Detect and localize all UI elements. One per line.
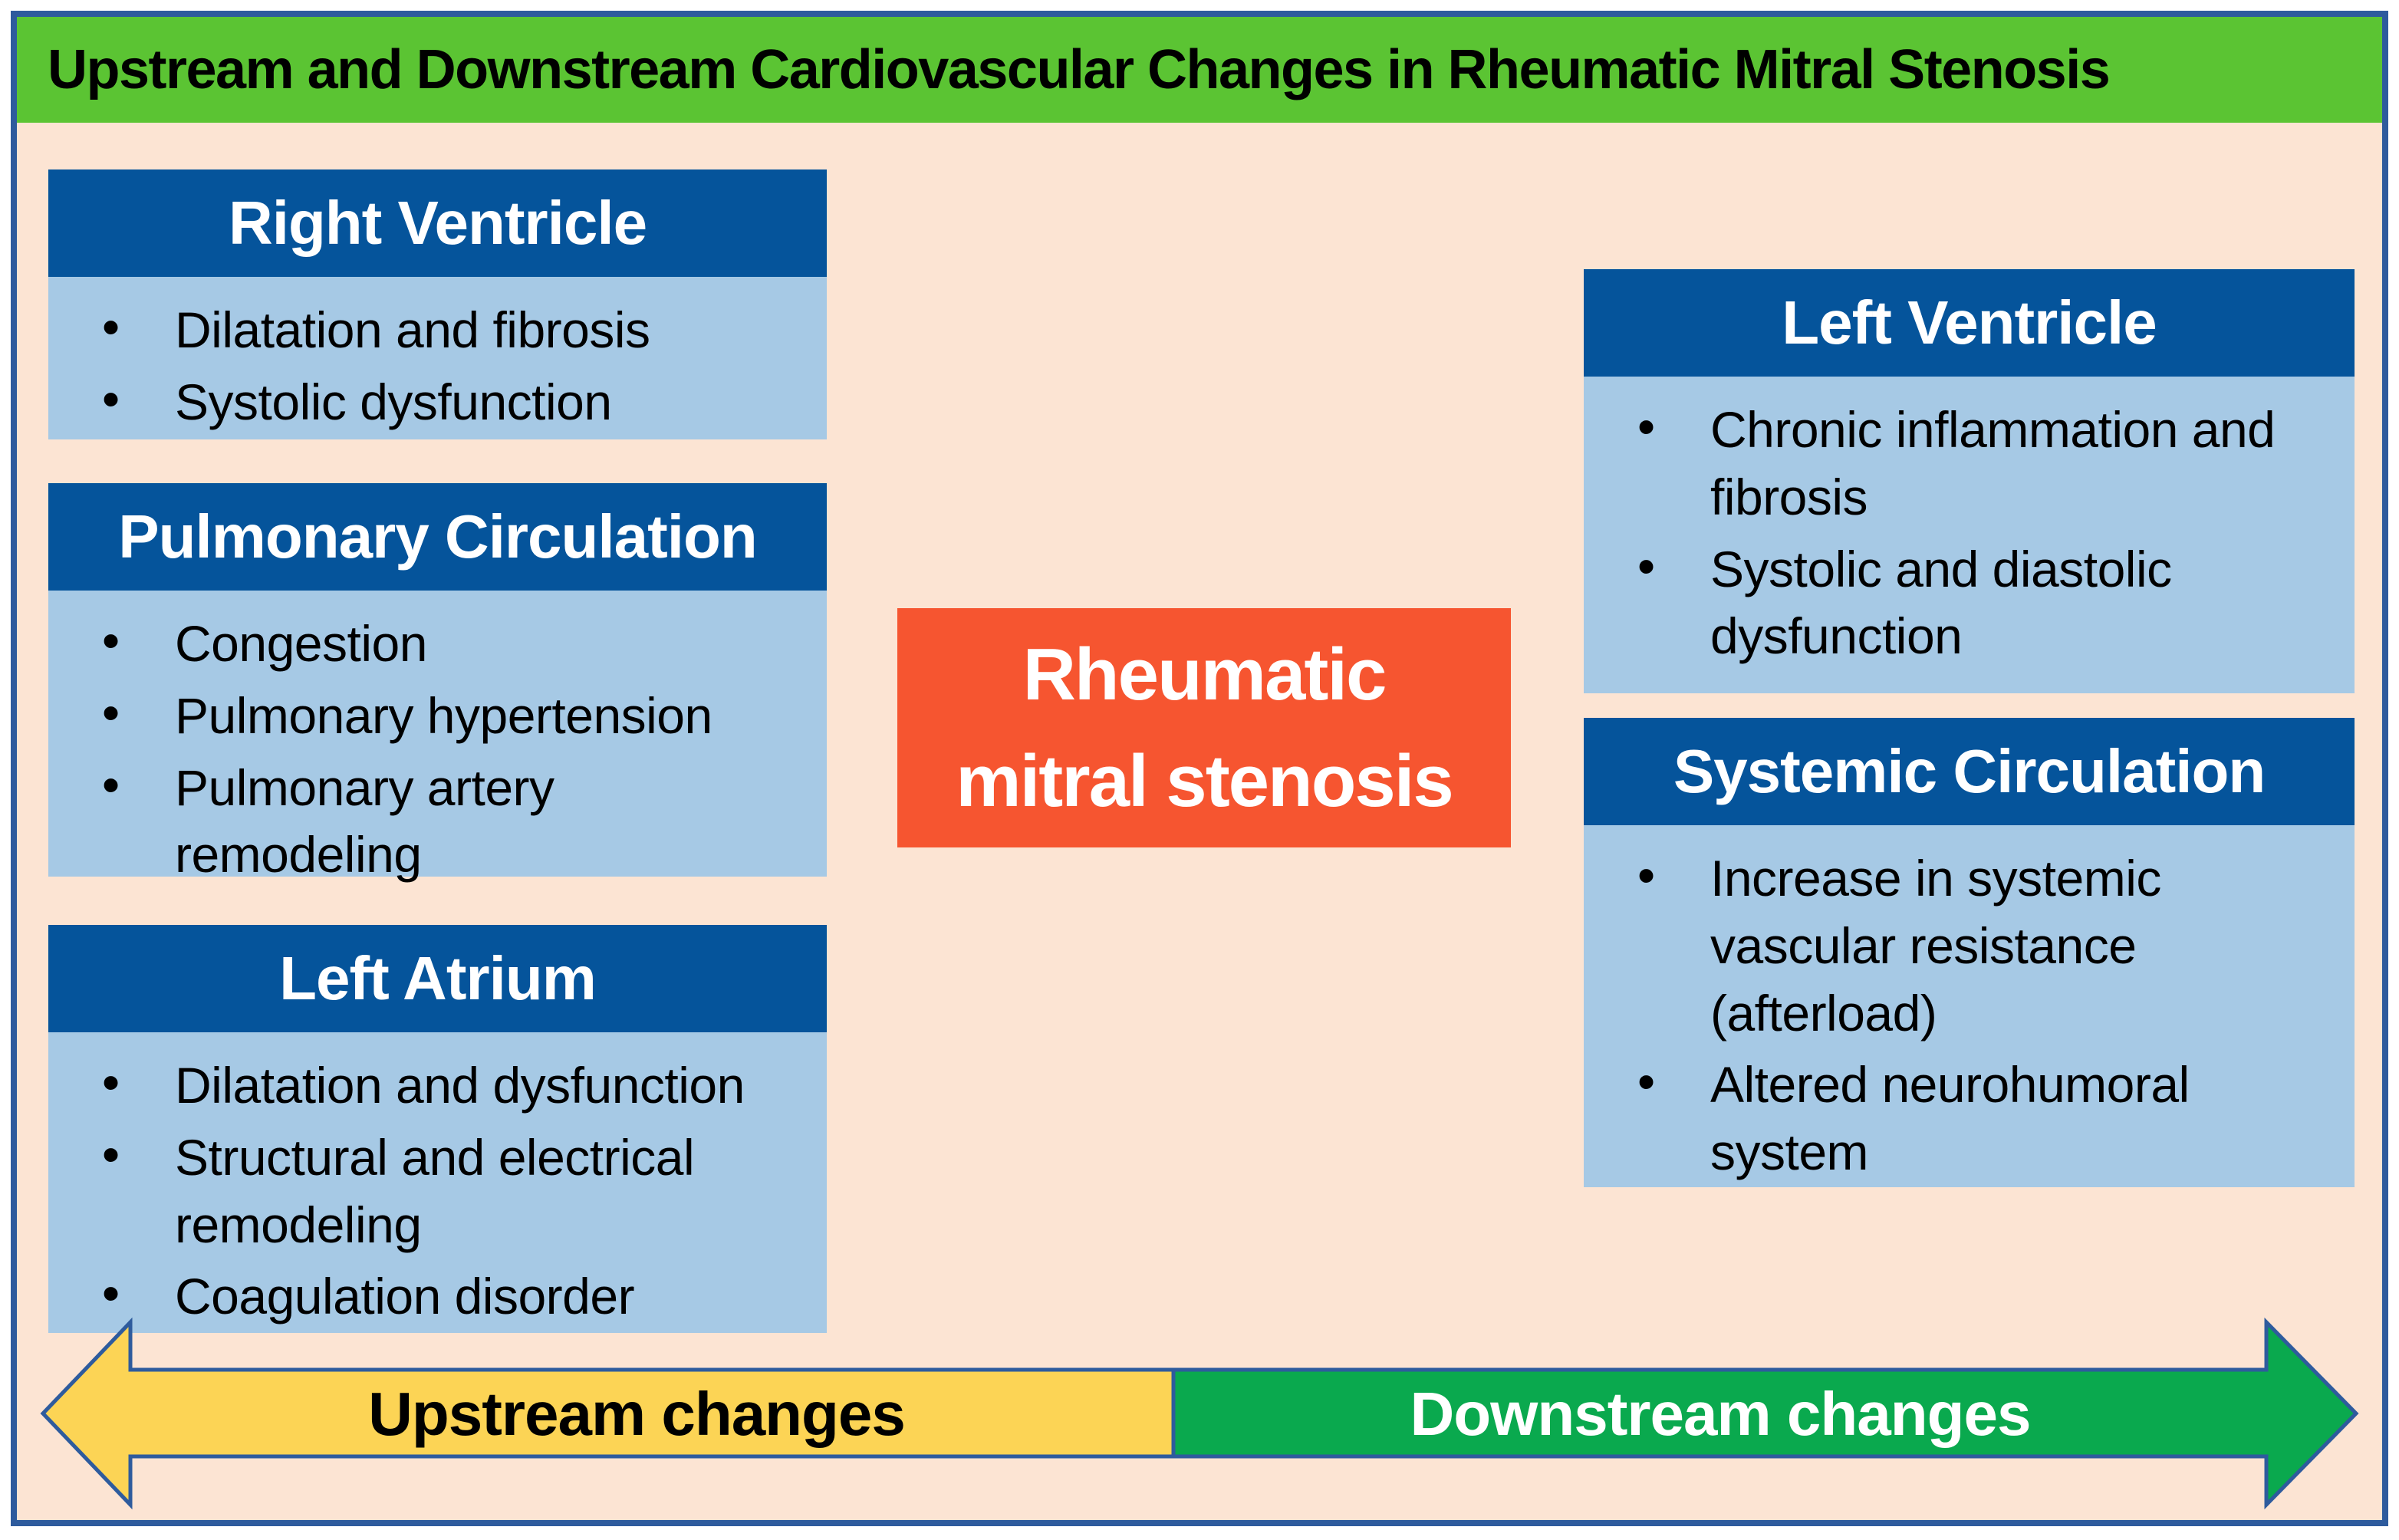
- box-left-ventricle-header: Left Ventricle: [1584, 269, 2355, 377]
- box-left-atrium-list: Dilatation and dysfunction Structural an…: [48, 1032, 827, 1333]
- upstream-arrow-shape: [43, 1322, 1173, 1505]
- box-left-ventricle-list: Chronic inflammation and fibrosis Systol…: [1584, 377, 2355, 693]
- box-pulmonary-circulation-header: Pulmonary Circulation: [48, 483, 827, 591]
- box-right-ventricle: Right Ventricle Dilatation and fibrosis …: [48, 169, 827, 439]
- box-systemic-circulation-list: Increase in systemic vascular resistance…: [1584, 825, 2355, 1187]
- bullet-item: Structural and electrical remodeling: [48, 1121, 815, 1259]
- bullet-item: Pulmonary hypertension: [48, 680, 815, 750]
- arrow-outline: [40, 1317, 2359, 1510]
- center-box-label: Rheumatic mitral stenosis: [956, 633, 1454, 822]
- box-left-ventricle: Left Ventricle Chronic inflammation and …: [1584, 269, 2355, 693]
- box-systemic-circulation: Systemic Circulation Increase in systemi…: [1584, 718, 2355, 1187]
- bullet-item: Pulmonary artery remodeling: [48, 752, 815, 890]
- box-right-ventricle-header: Right Ventricle: [48, 169, 827, 277]
- box-left-atrium: Left Atrium Dilatation and dysfunction S…: [48, 925, 827, 1333]
- box-pulmonary-circulation-list: Congestion Pulmonary hypertension Pulmon…: [48, 591, 827, 883]
- upstream-label: Upstream changes: [368, 1380, 905, 1448]
- bullet-item: Coagulation disorder: [48, 1260, 815, 1331]
- bullet-item: Systolic dysfunction: [48, 366, 815, 436]
- box-systemic-circulation-header: Systemic Circulation: [1584, 718, 2355, 825]
- page-title: Upstream and Downstream Cardiovascular C…: [48, 39, 2111, 100]
- bullet-item: Congestion: [48, 607, 815, 678]
- bullet-item: Chronic inflammation and fibrosis: [1584, 393, 2343, 531]
- bullet-item: Increase in systemic vascular resistance…: [1584, 842, 2343, 1047]
- box-left-atrium-header: Left Atrium: [48, 925, 827, 1032]
- bullet-item: Dilatation and dysfunction: [48, 1049, 815, 1120]
- box-right-ventricle-list: Dilatation and fibrosis Systolic dysfunc…: [48, 277, 827, 439]
- title-bar: Upstream and Downstream Cardiovascular C…: [17, 17, 2382, 123]
- box-pulmonary-circulation: Pulmonary Circulation Congestion Pulmona…: [48, 483, 827, 883]
- bullet-item: Dilatation and fibrosis: [48, 294, 815, 364]
- bullet-item: Altered neurohumoral system: [1584, 1048, 2343, 1186]
- downstream-label: Downstream changes: [1410, 1380, 2031, 1448]
- downstream-arrow-shape: [1173, 1322, 2356, 1505]
- rheumatic-mitral-stenosis-box: Rheumatic mitral stenosis: [897, 608, 1511, 847]
- bullet-item: Systolic and diastolic dysfunction: [1584, 533, 2343, 671]
- figure-frame: Upstream and Downstream Cardiovascular C…: [11, 11, 2388, 1526]
